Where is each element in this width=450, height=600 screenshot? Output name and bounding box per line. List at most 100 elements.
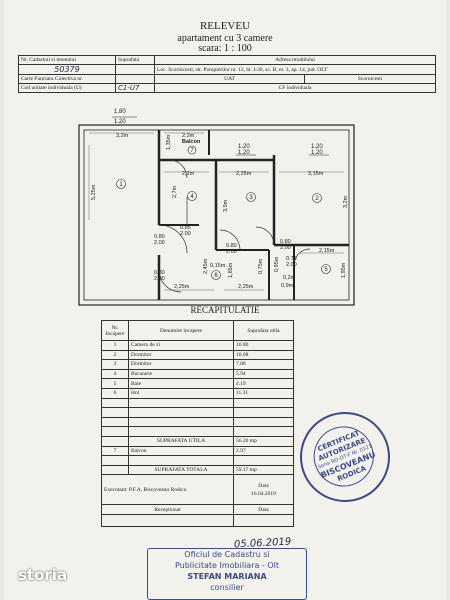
suprafata-totala-value: 59.17 mp — [233, 464, 294, 476]
recap-row-nr: 5 — [101, 378, 129, 389]
dim-3-5: 3,5m — [223, 199, 229, 212]
recap-row-nr: 1 — [101, 340, 129, 351]
door-1-height: 2.00 — [154, 240, 165, 246]
recap-title: RECAPITULATIE — [190, 305, 260, 315]
door-4-height: 2.00 — [280, 245, 291, 251]
recap-row-area: 16.80 — [233, 340, 294, 351]
room-7-number: 7 — [190, 148, 194, 154]
window-2-height: 1.20 — [238, 150, 250, 156]
dim-3-15: 3,15m — [308, 171, 324, 177]
receipt-stamp: Oficiul de Cadastru si Publicitate Imobi… — [147, 548, 307, 600]
recap-row-area: 5.94 — [233, 368, 294, 380]
dim-2-45: 2,45m — [203, 258, 209, 274]
recap-row-nr: 2 — [101, 349, 129, 361]
dim-1-85: 1,85m — [228, 262, 234, 278]
door-5-height: 2.00 — [286, 262, 297, 268]
balcon-label: Balcon — [182, 139, 201, 145]
floor-plan: 1.80 1.20 1.20 1.20 1.20 1.20 Balcon 1 7… — [78, 109, 355, 306]
recap-table: Nr. Incapere Denumire incapere Suprafata… — [101, 320, 294, 527]
dim-1-95: 1,95m — [341, 262, 347, 278]
document-title: RELEVEU — [199, 20, 251, 32]
dim-2-2b: 2,2m — [182, 171, 195, 177]
dimension-lines — [88, 132, 344, 291]
door-5-width: 0.70 — [286, 256, 297, 262]
dim-2-7: 2,7m — [172, 185, 178, 198]
window-1-height: 1.20 — [114, 119, 126, 125]
door-6-height: 2.00 — [154, 276, 165, 282]
window-2-width: 1.20 — [238, 144, 250, 150]
recap-row-name: Bucatarie — [128, 368, 234, 380]
room-1-number: 1 — [119, 182, 123, 188]
balcon-name: Balcon — [128, 445, 234, 457]
document-scale: scara: 1 : 100 — [198, 43, 252, 54]
dim-0-2: 0,2m — [283, 275, 296, 281]
certification-stamp: CERTIFICAT AUTORIZARE Seria RO-OT-F Nr. … — [286, 398, 404, 516]
recap-head-nr: Nr. Incapere — [101, 320, 129, 341]
dim-0-15: 0,15m — [210, 263, 226, 269]
receipt-stamp-line4: consilier — [210, 583, 244, 592]
door-2-height: 2.00 — [180, 231, 191, 237]
recap-row-nr: 3 — [101, 359, 129, 370]
dim-0-75: 0,75m — [258, 258, 264, 274]
suprafata-utila-label: SUPRAFATA UTILA — [128, 435, 234, 447]
document-subtitle: apartament cu 3 camere — [177, 33, 273, 44]
dim-0-95: 0,95m — [274, 256, 280, 272]
window-1-label: 1.80 1.20 — [114, 109, 126, 125]
storia-watermark: storia — [18, 566, 68, 584]
door-swings — [158, 159, 311, 293]
data-label: Data — [258, 482, 269, 489]
window-2-label: 1.20 1.20 — [238, 144, 250, 156]
plan-walls — [78, 124, 355, 306]
receipt-stamp-line3: STEFAN MARIANA — [187, 572, 267, 581]
recap-row-area: 10.08 — [233, 349, 294, 361]
recap-row-name: Dormitor — [128, 349, 234, 361]
suprafata-utila-value: 56.20 mp — [233, 435, 294, 447]
executant-label: Executant: P.F.A. Biscoveanu Rodica — [101, 474, 234, 506]
suprafata-totala-label: SUPRAFATA TOTALA — [128, 464, 234, 476]
door-6-width: 0.80 — [154, 270, 165, 276]
recap-row-area: 7.88 — [233, 359, 294, 370]
dim-2-25a: 2,25m — [236, 171, 252, 177]
balcon-nr: 7 — [101, 445, 129, 457]
document-sheet: RELEVEU apartament cu 3 camere scara: 1 … — [4, 0, 446, 600]
window-1-width: 1.80 — [114, 109, 126, 115]
recap-row-nr: 4 — [101, 368, 129, 380]
receipt-stamp-line1: Oficiul de Cadastru si — [184, 550, 270, 559]
window-markers — [112, 116, 329, 156]
recap-row-nr: 6 — [101, 387, 129, 399]
dim-1-35: 1,35m — [166, 134, 172, 150]
room-number-circles — [116, 145, 331, 280]
door-2-width: 0.85 — [180, 225, 191, 231]
recap-row-name: Camera de zi — [128, 340, 234, 351]
dim-3-2: 3,2m — [116, 133, 129, 139]
room-2-number: 2 — [315, 196, 319, 202]
recap-head-denumire: Denumire incapere — [128, 320, 234, 341]
receipt-stamp-line2: Publicitate Imobiliara - Olt — [174, 561, 280, 570]
room-6-number: 6 — [214, 273, 218, 279]
room-3-number: 3 — [249, 195, 253, 201]
room-4-number: 4 — [190, 194, 194, 200]
dim-2-15: 2,15m — [319, 248, 335, 254]
recap-row-name: Hol — [128, 387, 234, 399]
window-3-width: 1.20 — [311, 144, 323, 150]
balcon-value: 2.97 — [233, 445, 294, 457]
header-table: Nr. Cadastral si terenului Suprafata Adr… — [18, 55, 436, 93]
dimension-labels: 3,2m 2,2m 1,35m 5,25m 2,2m 2,25m 3,15m 2… — [91, 133, 349, 290]
room-5-number: 5 — [324, 267, 328, 273]
window-3-height: 1.20 — [311, 150, 323, 156]
dim-0-9: 0,9m — [281, 283, 294, 289]
dim-2-25c: 2,25m — [174, 284, 190, 290]
room-numbers: 1 7 4 3 2 5 6 — [119, 148, 328, 279]
dim-2-25b: 2,25m — [238, 284, 254, 290]
dim-2-2a: 2,2m — [182, 133, 195, 139]
dim-3-2b: 3,2m — [343, 195, 349, 208]
data-value: 16.04.2019 — [251, 490, 276, 497]
recap-row-area: 4.19 — [233, 378, 294, 389]
door-3-width: 0.80 — [226, 243, 237, 249]
